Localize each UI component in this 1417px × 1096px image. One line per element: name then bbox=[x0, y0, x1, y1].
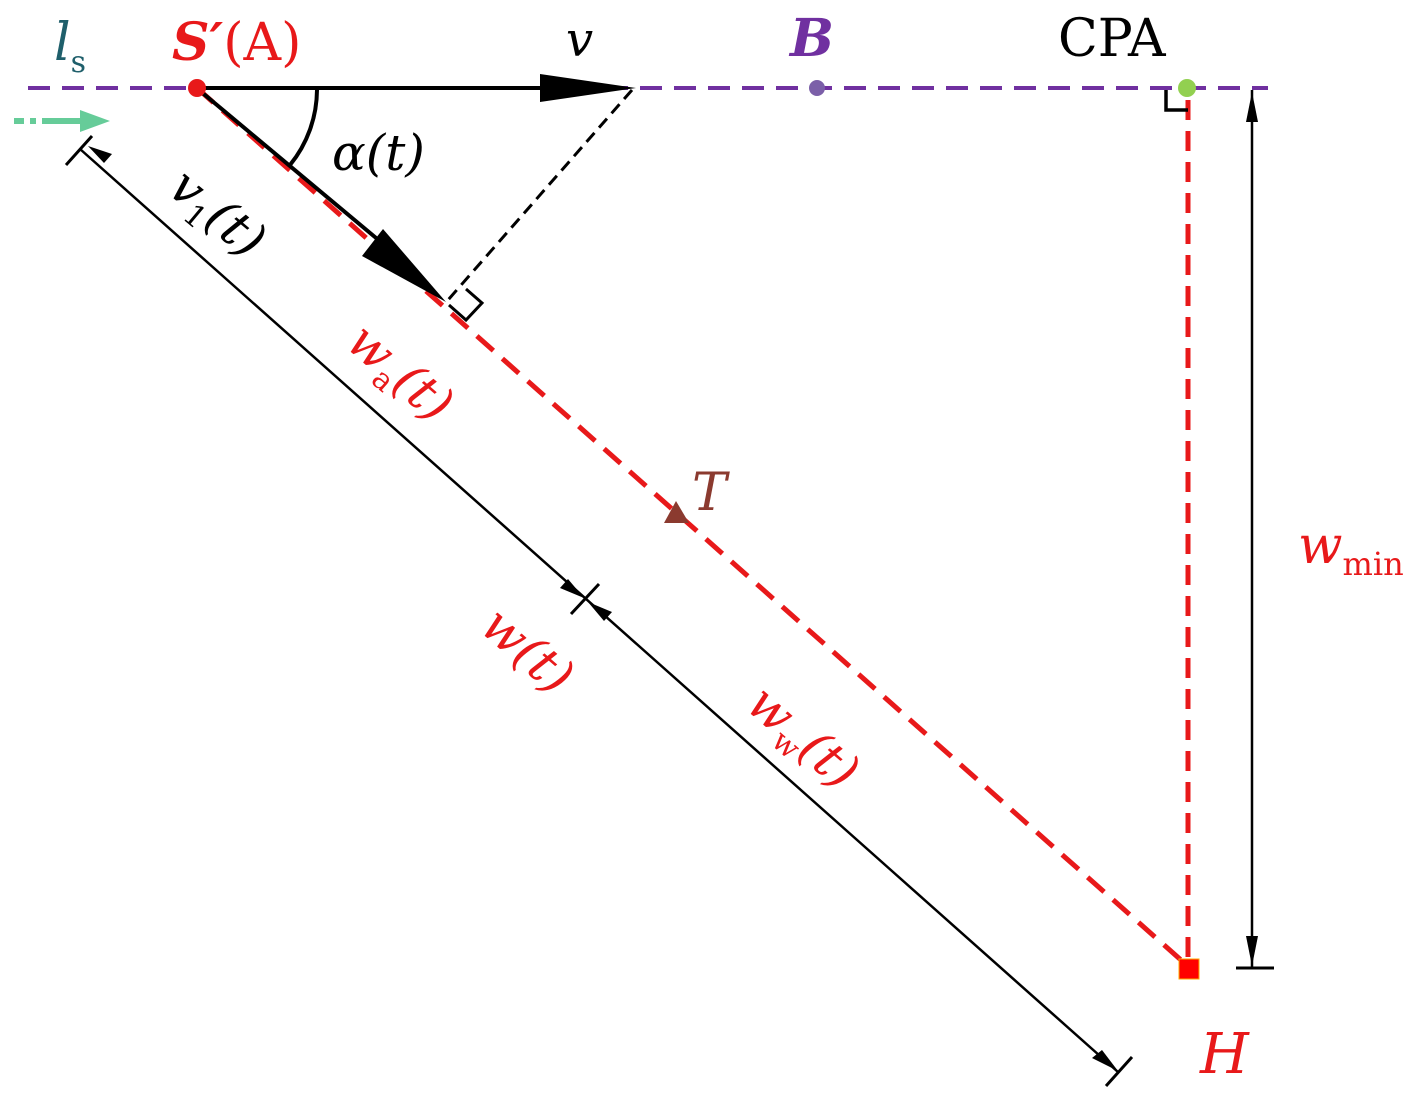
velocity-v-arrowhead bbox=[540, 74, 636, 102]
velocity-v1-arrowhead bbox=[362, 229, 446, 302]
w-dimension-line bbox=[64, 134, 1134, 1088]
label-w: w(t) bbox=[470, 595, 585, 706]
projection-dashed-line bbox=[446, 89, 634, 301]
projection-right-angle-mark bbox=[448, 287, 485, 323]
wmin-dimension-line bbox=[1236, 90, 1274, 970]
label-b: B bbox=[788, 8, 834, 69]
label-h: H bbox=[1199, 1022, 1250, 1087]
point-b bbox=[809, 80, 825, 96]
point-cpa bbox=[1178, 79, 1196, 97]
label-ww: ww(t) bbox=[732, 673, 870, 805]
point-s-prime-a bbox=[188, 79, 206, 97]
cpa-right-angle-mark bbox=[1164, 90, 1188, 112]
alpha-angle-arc bbox=[288, 89, 319, 167]
label-s-prime-a: S′(A) bbox=[172, 12, 301, 73]
label-ls: ls bbox=[54, 13, 86, 80]
label-v: v bbox=[566, 12, 593, 68]
sa-to-h-line bbox=[195, 86, 1192, 970]
label-t: T bbox=[692, 463, 730, 523]
velocity-v1-arrow-shaft bbox=[197, 88, 402, 260]
point-h bbox=[1178, 958, 1200, 980]
label-wa: wa(t) bbox=[332, 311, 464, 438]
motion-direction-icon bbox=[14, 110, 110, 132]
label-cpa: CPA bbox=[1058, 9, 1167, 69]
label-wmin: wmin bbox=[1298, 516, 1404, 583]
label-v1: v1(t) bbox=[154, 157, 277, 274]
t-marker-icon bbox=[664, 501, 689, 523]
label-alpha: α(t) bbox=[332, 124, 425, 182]
